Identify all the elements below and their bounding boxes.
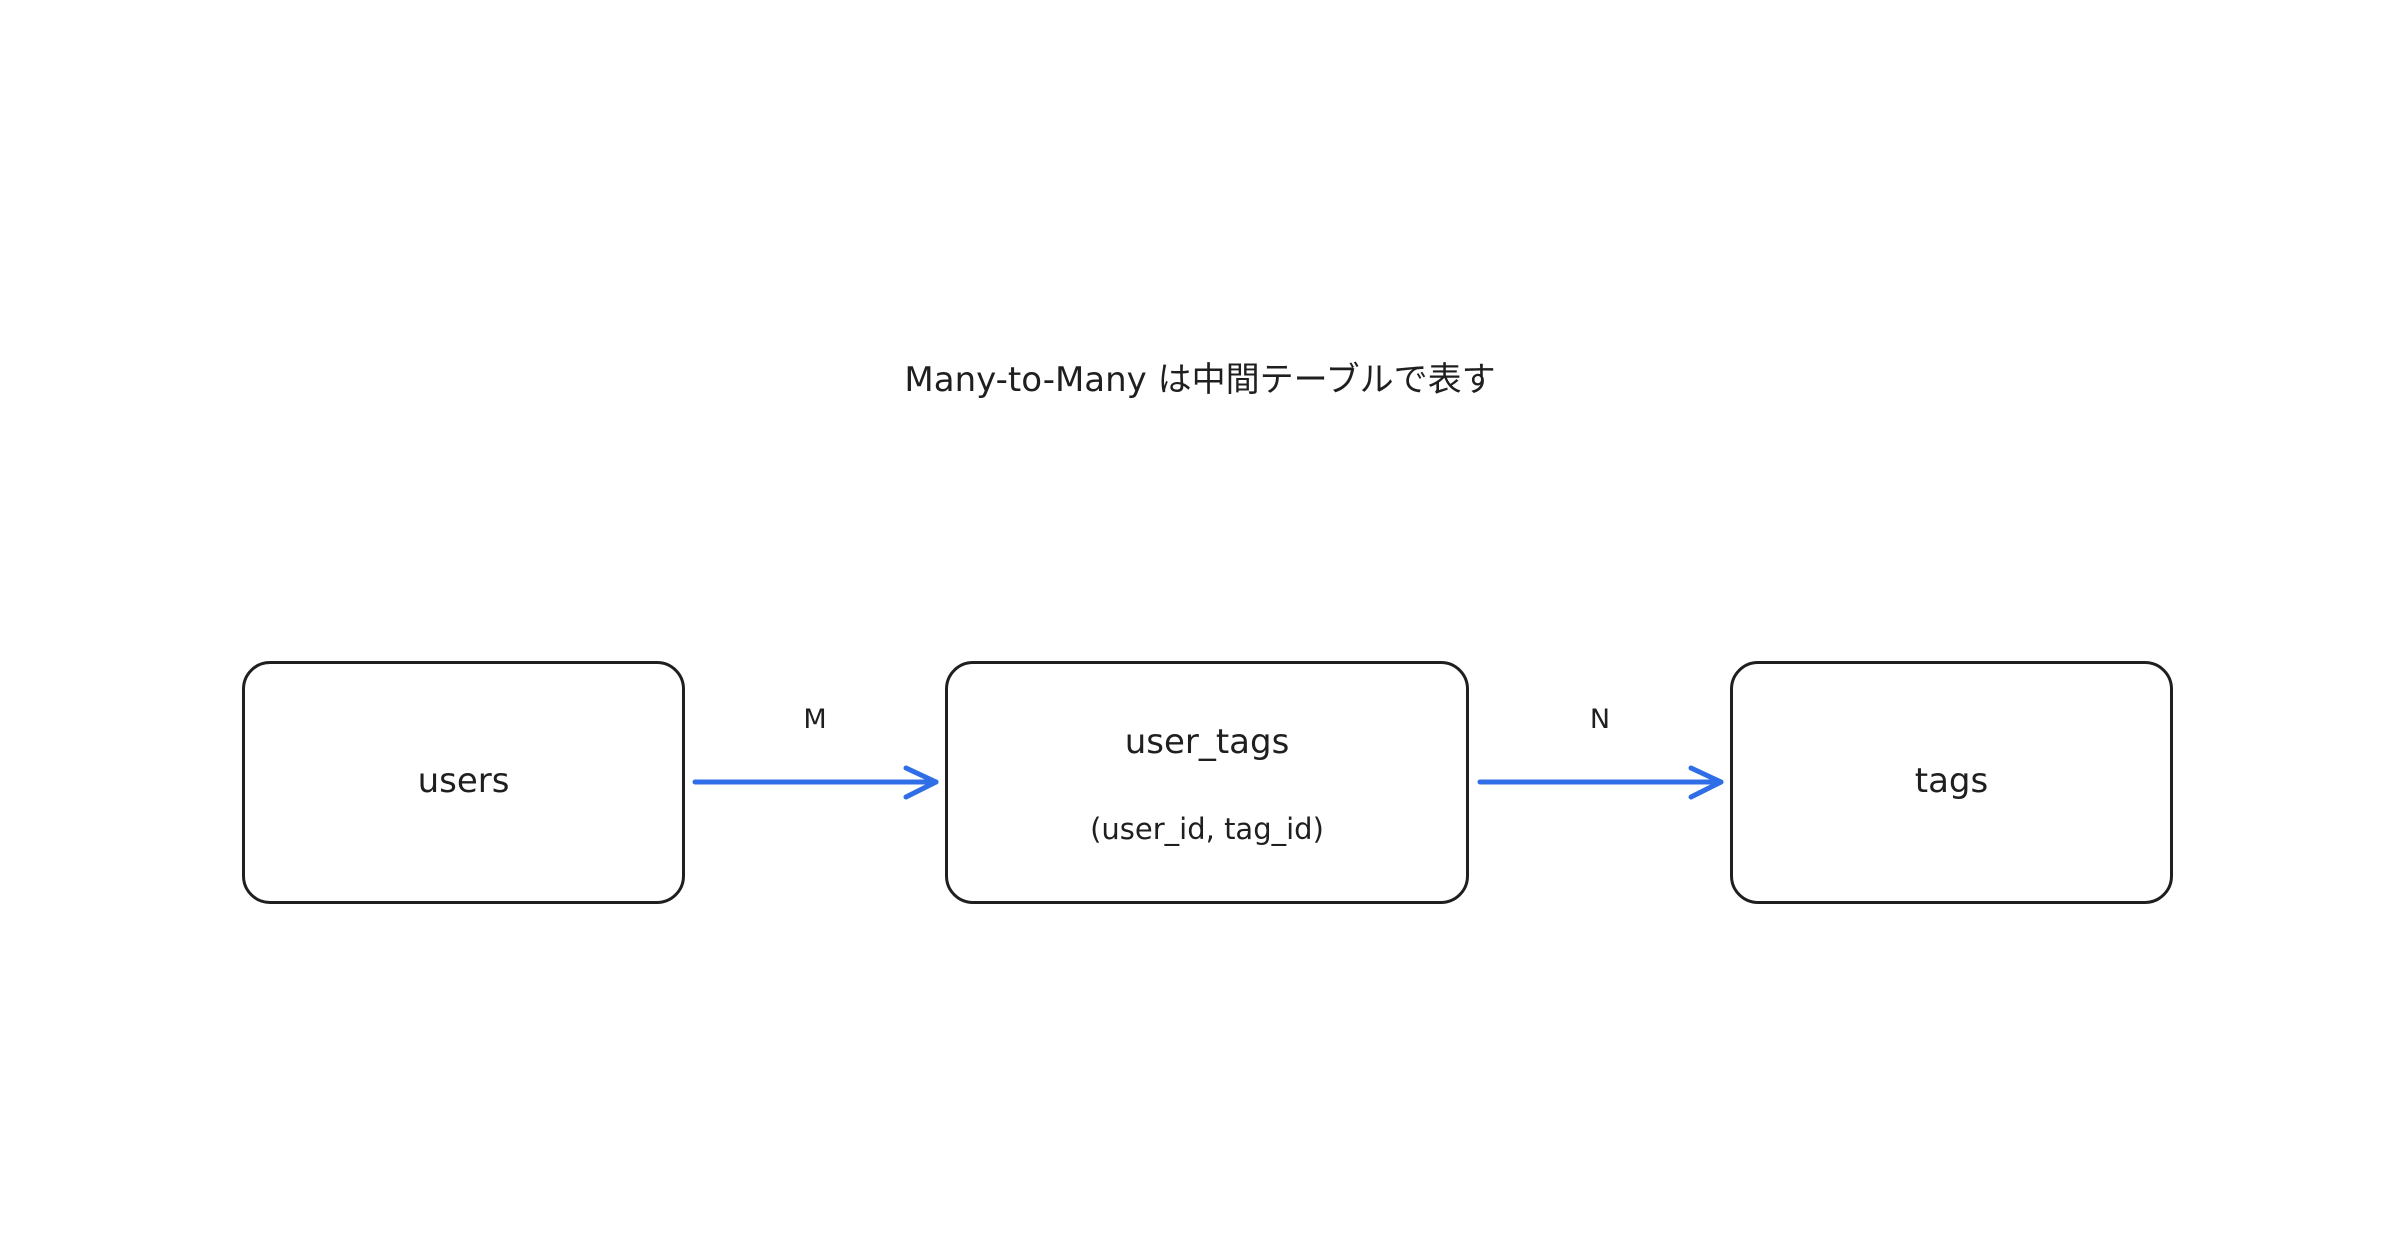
edge-users-to-user-tags xyxy=(692,765,939,800)
node-users: users xyxy=(242,661,685,904)
edge-label-n: N xyxy=(1589,704,1611,735)
diagram-title: Many-to-Many は中間テーブルで表す xyxy=(904,360,1496,400)
node-user-tags-columns: (user_id, tag_id) xyxy=(1090,812,1324,846)
arrowhead-n xyxy=(1688,765,1724,800)
arrowhead-m xyxy=(903,765,939,800)
node-user-tags: user_tags (user_id, tag_id) xyxy=(945,661,1469,904)
edge-label-m: M xyxy=(803,704,827,735)
node-tags-label: tags xyxy=(1914,761,1989,801)
node-tags: tags xyxy=(1730,661,2173,904)
node-users-label: users xyxy=(417,761,510,801)
node-user-tags-label: user_tags xyxy=(1124,722,1290,762)
edge-user-tags-to-tags xyxy=(1477,765,1724,800)
